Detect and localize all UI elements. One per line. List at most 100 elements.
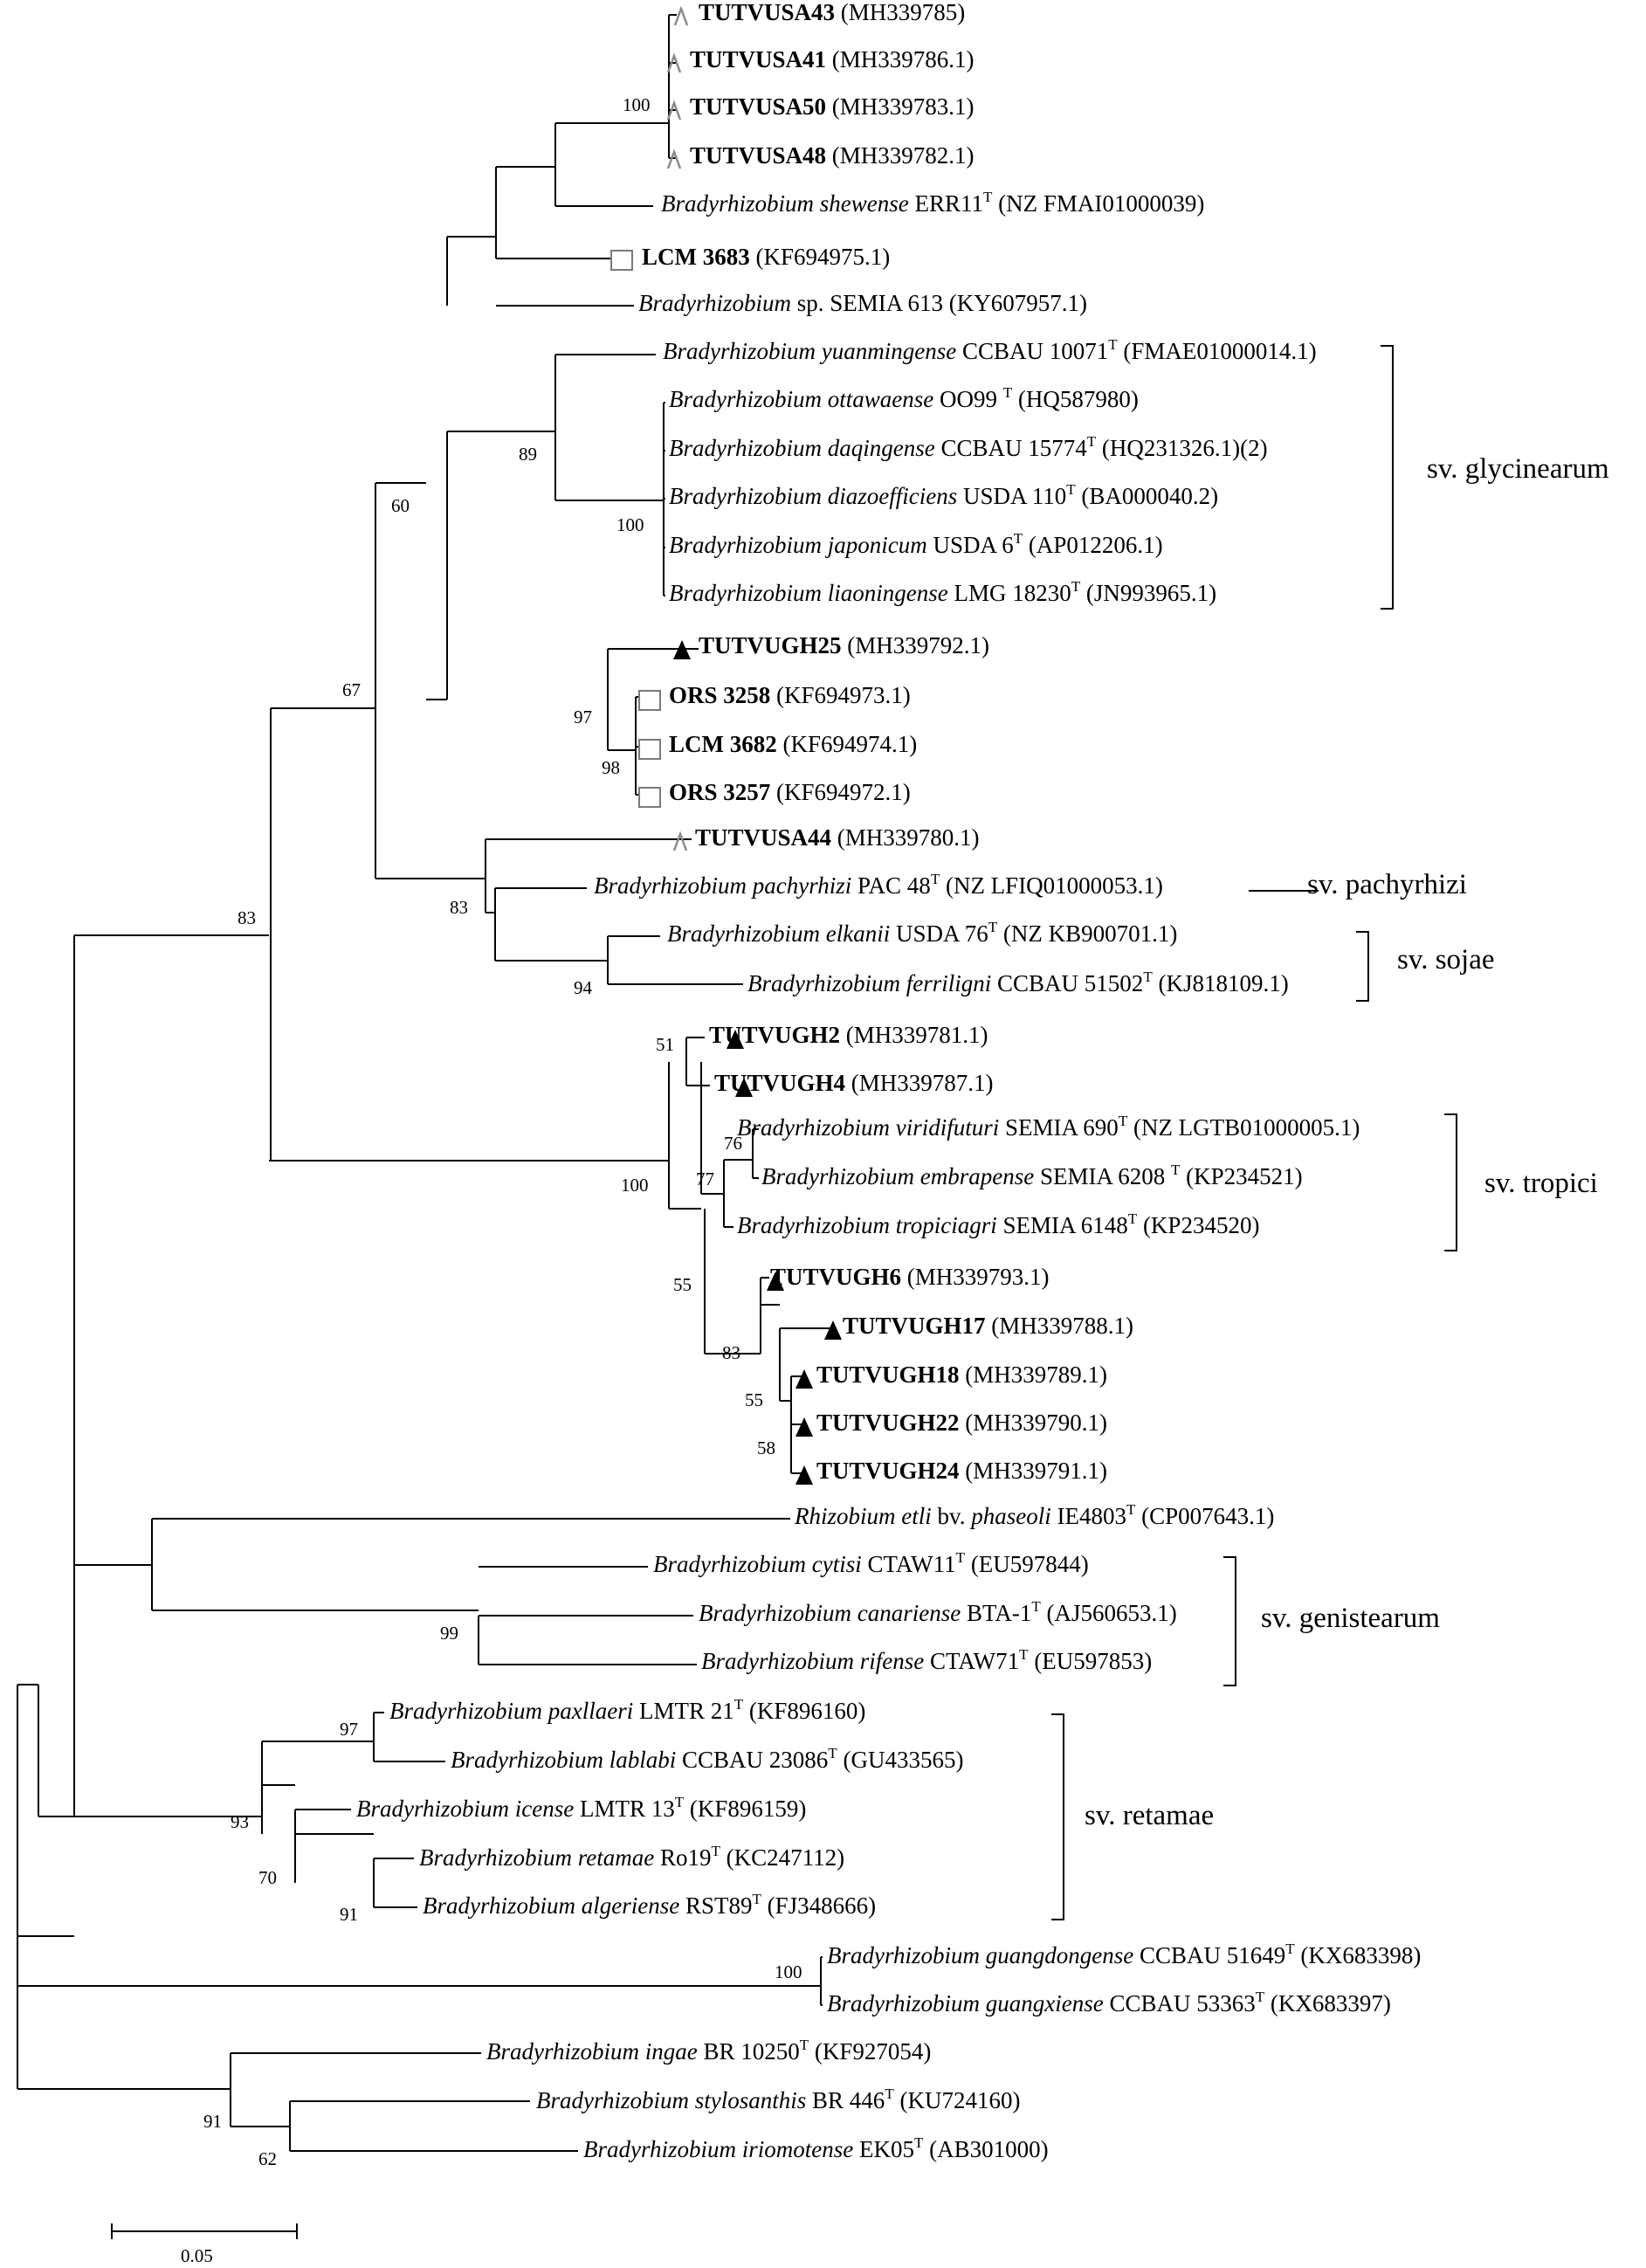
taxon-label-part: T [712, 1843, 721, 1859]
taxon-label-part: (MH339786.1) [826, 46, 975, 72]
symbiovar-bracket [1356, 931, 1369, 1002]
taxon-label-part: (MH339791.1) [960, 1458, 1108, 1484]
taxon-label-part: T [1031, 1598, 1041, 1615]
symbiovar-label: sv. tropici [1484, 1168, 1598, 1199]
taxon-label-part: (MH339792.1) [842, 632, 990, 658]
taxon-label: Bradyrhizobium tropiciagri SEMIA 6148T (… [737, 1210, 1259, 1238]
taxon-label-part: LMTR 13 [574, 1796, 675, 1822]
symbiovar-bracket [1444, 1113, 1457, 1251]
taxon-label-part: T [1108, 336, 1118, 353]
taxon-label-part: Bradyrhizobium cytisi [653, 1551, 862, 1577]
taxon-label-part: CCBAU 23086 [676, 1747, 828, 1773]
taxon-label-part: ORS 3257 [669, 779, 770, 805]
taxon-label-part: LCM 3682 [669, 731, 777, 757]
taxon-label-part: bv. [932, 1503, 972, 1529]
taxon-label-part: Bradyrhizobium retamae [419, 1844, 654, 1871]
taxon-label-part: Bradyrhizobium algeriense [423, 1892, 679, 1919]
taxon-label: Rhizobium etli bv. phaseoli IE4803T (CP0… [794, 1501, 1274, 1529]
taxon-label-part: Bradyrhizobium elkanii [667, 920, 890, 947]
taxon-label-part: TUTVUSA48 [690, 142, 826, 169]
taxon-label-part: Bradyrhizobium shewense [661, 190, 909, 217]
taxon-label: Bradyrhizobium daqingense CCBAU 15774T (… [669, 433, 1268, 461]
taxon-label-part: TUTVUGH17 [843, 1313, 986, 1339]
taxon-label-part: Bradyrhizobium ingae [486, 2038, 698, 2065]
taxon-label-part: T [1014, 530, 1023, 547]
taxon-label: Bradyrhizobium pachyrhizi PAC 48T (NZ LF… [594, 871, 1163, 899]
taxon-label-part: (CP007643.1) [1135, 1503, 1274, 1529]
taxon-label-part: (KF694974.1) [777, 731, 918, 757]
open-square-icon [638, 787, 661, 808]
taxon-label-part: (AJ560653.1) [1041, 1600, 1177, 1626]
taxon-label-part: T [1285, 1941, 1295, 1957]
taxon-label: TUTVUGH4 (MH339787.1) [714, 1070, 994, 1096]
taxon-label: ORS 3258 (KF694973.1) [669, 682, 911, 708]
taxon-label-part: (NZ LGTB01000005.1) [1127, 1114, 1360, 1141]
taxon-label-part: Bradyrhizobium canariense [699, 1600, 961, 1626]
taxon-label: Bradyrhizobium rifense CTAW71T (EU597853… [701, 1646, 1152, 1674]
taxon-label-part: IE4803 [1051, 1503, 1126, 1529]
symbiovar-label: sv. glycinearum [1427, 453, 1609, 485]
symbiovar-label: sv. sojae [1397, 944, 1495, 975]
taxon-label-part: ORS 3258 [669, 682, 770, 708]
taxon-label: Bradyrhizobium icense LMTR 13T (KF896159… [356, 1794, 806, 1822]
bootstrap-value: 76 [724, 1133, 742, 1154]
taxon-label-part: Bradyrhizobium ferriligni [747, 970, 991, 996]
taxon-label-part: T [1128, 1210, 1138, 1227]
taxon-label-part: (NZ KB900701.1) [997, 920, 1177, 947]
open-triangle-icon [673, 5, 689, 26]
filled-triangle-icon [727, 1030, 744, 1049]
taxon-label-part: Bradyrhizobium paxllaeri [389, 1698, 633, 1724]
taxon-label-part: (MH339790.1) [960, 1410, 1108, 1436]
taxon-label-part: LCM 3683 [642, 244, 750, 270]
bootstrap-value: 97 [574, 707, 592, 727]
taxon-label-part: USDA 6 [927, 532, 1014, 558]
taxon-label: Bradyrhizobium retamae Ro19T (KC247112) [419, 1843, 844, 1871]
taxon-label-part: CCBAU 15774 [935, 435, 1088, 461]
taxon-label: TUTVUSA41 (MH339786.1) [690, 46, 975, 72]
taxon-label-part: T [800, 2037, 809, 2053]
taxon-label-part: (MH339782.1) [826, 142, 975, 169]
taxon-label-part: Bradyrhizobium guangxiense [827, 1990, 1104, 2016]
taxon-label-part: CTAW71 [924, 1648, 1019, 1674]
symbiovar-bracket [1381, 345, 1394, 610]
taxon-label-part: Bradyrhizobium tropiciagri [737, 1212, 997, 1238]
taxon-label-part: PAC 48 [851, 872, 931, 899]
taxon-label-part: T [753, 1891, 762, 1907]
taxon-label-part: (FJ348666) [761, 1892, 876, 1919]
taxon-label-part: T [1066, 481, 1076, 498]
taxon-label: Bradyrhizobium cytisi CTAW11T (EU597844) [653, 1549, 1089, 1577]
taxon-label: TUTVUGH24 (MH339791.1) [816, 1458, 1107, 1484]
taxon-label: Bradyrhizobium iriomotense EK05T (AB3010… [583, 2134, 1049, 2162]
taxon-label-part: (KF896160) [743, 1698, 865, 1724]
bootstrap-value: 77 [696, 1168, 714, 1189]
taxon-label: TUTVUSA50 (MH339783.1) [690, 93, 975, 120]
taxon-label: TUTVUGH22 (MH339790.1) [816, 1410, 1107, 1436]
taxon-label: TUTVUSA44 (MH339780.1) [695, 824, 980, 851]
taxon-label-part: TUTVUGH25 [699, 632, 842, 658]
taxon-markers [610, 5, 842, 1485]
filled-triangle-icon [824, 1320, 842, 1340]
open-square-icon [610, 250, 633, 271]
open-triangle-icon [666, 100, 682, 121]
symbiovar-bracket [1223, 1556, 1236, 1686]
taxon-label-part: TUTVUSA44 [695, 824, 831, 851]
symbiovar-label: sv. pachyrhizi [1307, 869, 1467, 900]
open-triangle-icon [666, 52, 682, 73]
taxon-label: Bradyrhizobium algeriense RST89T (FJ3486… [423, 1891, 876, 1919]
taxon-label-part: T [1071, 578, 1081, 595]
bootstrap-value: 100 [621, 1175, 649, 1196]
taxon-label-part: ERR11 [909, 190, 983, 217]
taxon-label-part: T [828, 1745, 837, 1761]
taxon-label-part: T [885, 2085, 894, 2102]
taxon-label-part: CCBAU 51649 [1133, 1942, 1285, 1968]
taxon-label-part: T [1143, 969, 1153, 985]
taxon-label-part: Bradyrhizobium rifense [701, 1648, 924, 1674]
taxon-label: Bradyrhizobium embrapense SEMIA 6208 T (… [761, 1162, 1303, 1189]
taxon-label-part: TUTVUGH4 [714, 1070, 845, 1096]
taxon-label-part: (KU724160) [894, 2087, 1021, 2113]
taxon-label-part: Bradyrhizobium guangdongense [827, 1942, 1133, 1968]
taxon-label-part: CTAW11 [862, 1551, 956, 1577]
filled-triangle-icon [673, 640, 691, 659]
taxon-label-part: USDA 76 [890, 920, 988, 947]
